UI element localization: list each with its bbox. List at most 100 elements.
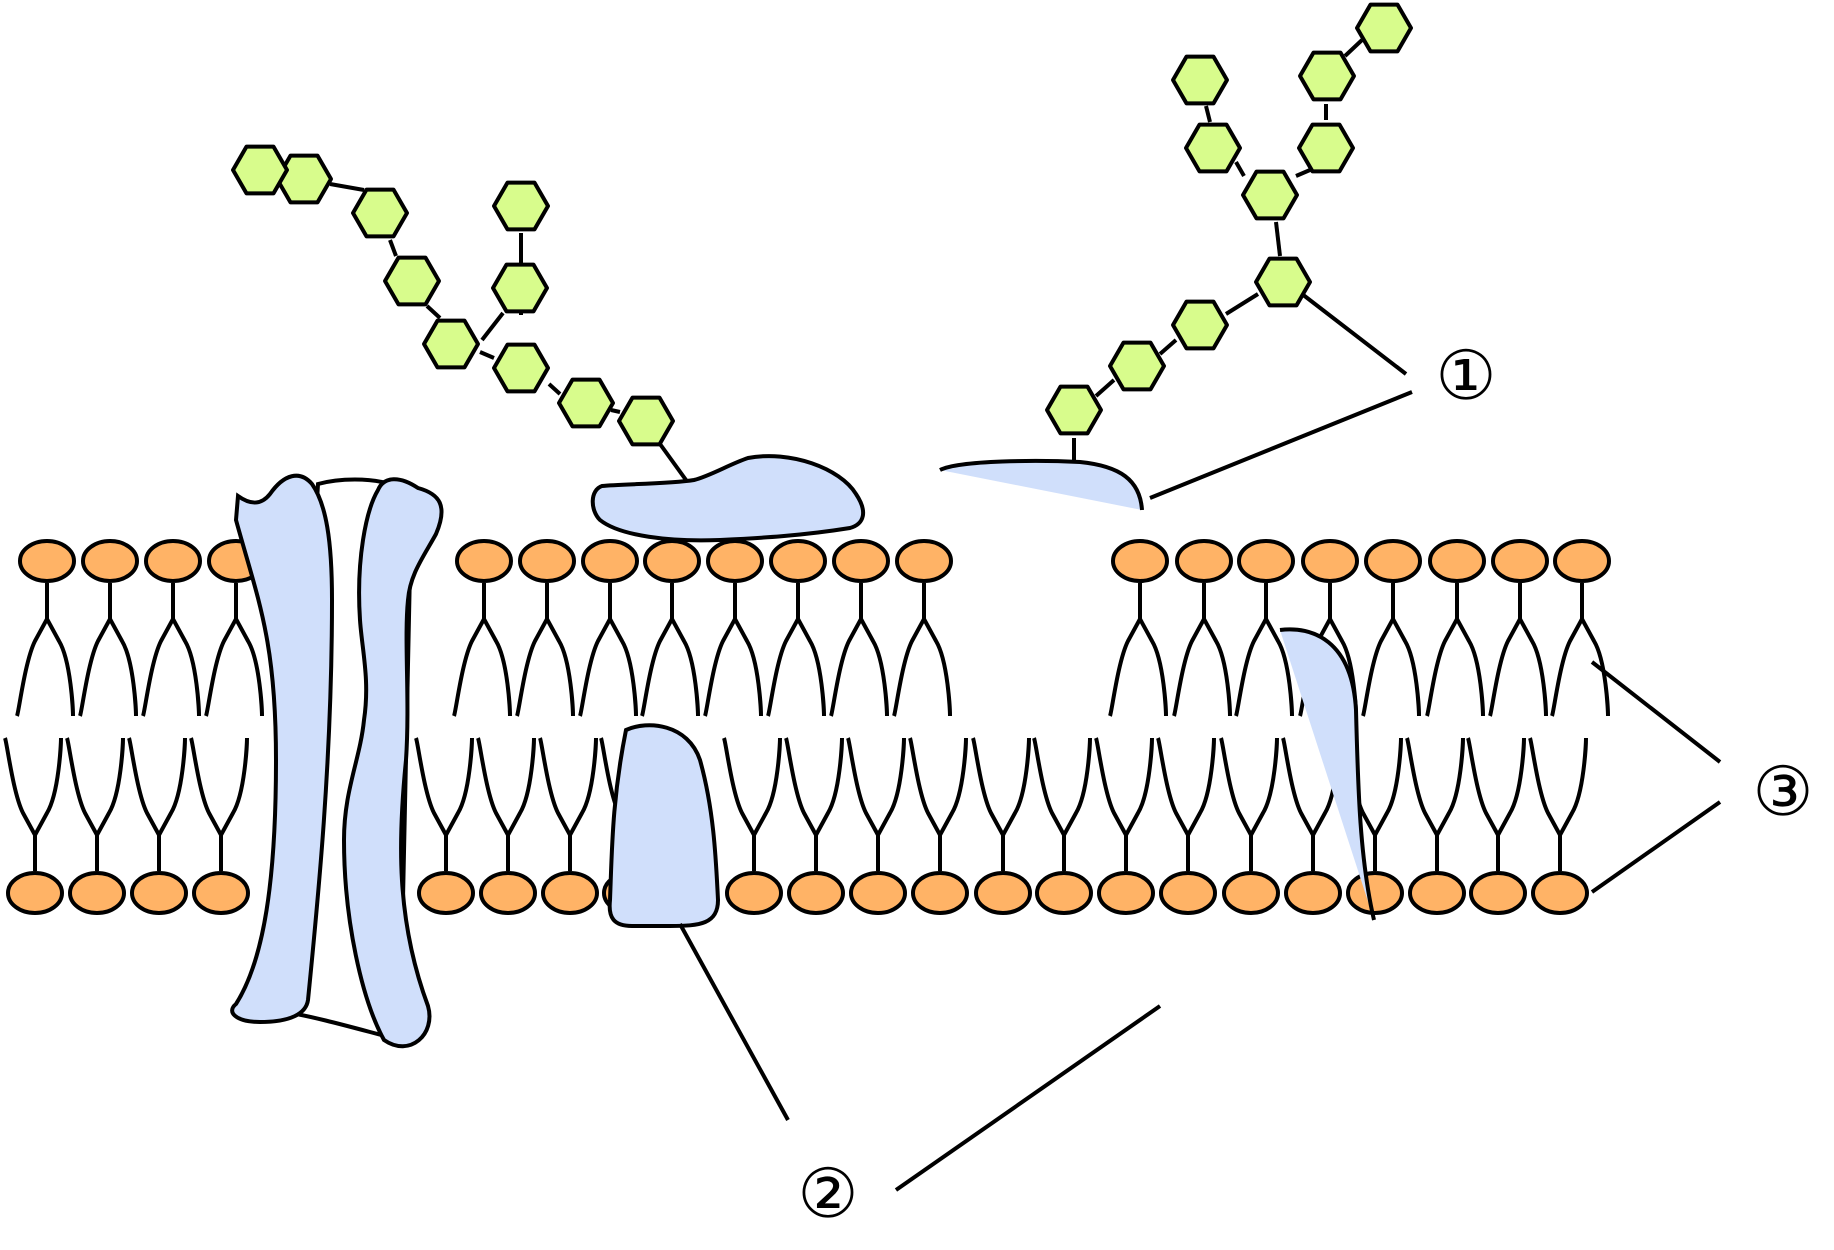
lipid-tail (1094, 737, 1128, 871)
phospholipid-head (1408, 871, 1466, 915)
phospholipid-head (1097, 871, 1155, 915)
sugar-bond (1274, 221, 1282, 257)
phospholipid-head (130, 871, 188, 915)
sugar-bond (1234, 161, 1246, 177)
phospholipid-head (192, 871, 250, 915)
sugar-unit (1297, 122, 1355, 174)
lipid-tail (78, 583, 112, 717)
lipid-tail (796, 618, 826, 717)
phospholipid-head (455, 539, 513, 583)
lipid-tail (784, 737, 818, 871)
lipid-tail (234, 618, 264, 717)
label-2: ② (798, 1155, 859, 1234)
sugar-unit (1108, 340, 1166, 392)
inner-leaflet-heads (6, 871, 1589, 915)
sugar-bond (610, 408, 621, 414)
lipid-tail (157, 737, 187, 836)
sugar-chain-bonds (280, 38, 1364, 482)
lipid-tail (908, 737, 942, 871)
sugar-unit (383, 255, 441, 307)
sugar-bond (547, 382, 562, 396)
lipid-tail (45, 618, 75, 717)
lipid-tail (1558, 737, 1588, 836)
phospholipid-head (974, 871, 1032, 915)
lipid-tail (1032, 737, 1066, 871)
phospholipid-head (1491, 539, 1549, 583)
phospholipid-head (1159, 871, 1217, 915)
lipid-tail (1138, 618, 1168, 717)
lipid-tail (95, 737, 125, 836)
lipid-tail (1234, 583, 1268, 717)
phospholipid-head (643, 539, 701, 583)
sugar-unit (491, 262, 549, 314)
phospholipid-head (1469, 871, 1527, 915)
sugar-bond (425, 304, 442, 320)
sugar-bond (480, 311, 505, 342)
lipid-tail (1435, 737, 1465, 836)
sugar-unit (1298, 50, 1356, 102)
lipid-tail (33, 737, 63, 836)
lipid-tail (568, 737, 598, 836)
transmembrane-protein-large (1279, 627, 1376, 921)
sugar-unit (1254, 256, 1312, 308)
lipid-tail (1425, 583, 1459, 717)
lipid-tail (1518, 618, 1548, 717)
lipid-tail (506, 737, 536, 836)
sugar-unit (1171, 54, 1229, 106)
lipid-tail (444, 737, 474, 836)
lipid-tail (1186, 737, 1216, 836)
phospholipid-head (911, 871, 969, 915)
sugar-unit (351, 187, 409, 239)
lipid-tail (171, 618, 201, 717)
lipid-tail (1528, 737, 1562, 871)
phospholipid-head (6, 871, 64, 915)
phospholipid-head (832, 539, 890, 583)
lipid-tail (892, 583, 926, 717)
sugar-unit (1171, 299, 1229, 351)
phospholipid-head (706, 539, 764, 583)
phospholipid-head (1222, 871, 1280, 915)
lipid-tail (733, 618, 763, 717)
lipid-tail (846, 737, 880, 871)
lipid-tail (1405, 737, 1439, 871)
phospholipid-head (68, 871, 126, 915)
lipid-tail (452, 583, 486, 717)
channel-protein (230, 473, 444, 1049)
phospholipid-head (81, 539, 139, 583)
sugar-unit (617, 395, 675, 447)
lipid-tail (1455, 618, 1485, 717)
lipid-tail (219, 737, 249, 836)
lipid-tail (1264, 618, 1294, 717)
lipid-tail (814, 737, 844, 836)
phospholipid-head (1553, 539, 1611, 583)
glycoprotein (939, 458, 1144, 511)
leader-lines (678, 292, 1722, 1192)
phospholipid-head (849, 871, 907, 915)
phospholipid-head (787, 871, 845, 915)
sugar-bond (388, 239, 398, 257)
phospholipid-head (1364, 539, 1422, 583)
phospholipid-head (1428, 539, 1486, 583)
sugar-unit (492, 180, 550, 232)
lipid-tail (752, 737, 782, 836)
lipid-tail (922, 618, 952, 717)
lipid-tail (3, 737, 37, 871)
lipid-tail (1466, 737, 1500, 871)
lipid-tail (938, 737, 968, 836)
phospholipid-head (1531, 871, 1589, 915)
sugar-bond (1295, 168, 1311, 178)
sugar-unit (422, 318, 480, 370)
lipid-tail (1361, 583, 1395, 717)
phospholipid-tails (3, 583, 1610, 871)
sugar-unit (231, 144, 289, 196)
lipid-tail (1062, 737, 1092, 836)
phospholipid-head (1284, 871, 1342, 915)
sugar-bond (1204, 105, 1212, 123)
lipid-tail (703, 583, 737, 717)
lipid-tail (1580, 618, 1610, 717)
sugar-bond (479, 350, 495, 360)
lipid-tail (1108, 583, 1142, 717)
sugar-unit (1241, 169, 1299, 221)
label-1: ① (1436, 337, 1497, 416)
